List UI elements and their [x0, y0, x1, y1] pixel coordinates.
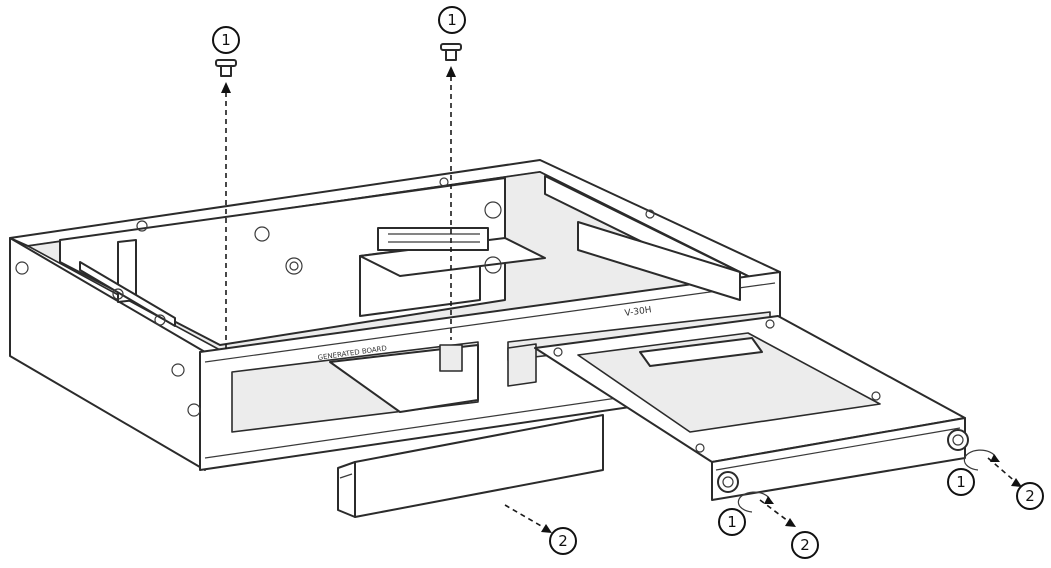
front-slot-right-edge — [507, 343, 537, 387]
rotate-arc-right — [963, 449, 997, 471]
cover-plate-flange — [337, 461, 356, 518]
callout-number: 1 — [727, 513, 737, 531]
arrow-thumbscrew-left — [759, 499, 793, 525]
standoff — [285, 257, 303, 275]
callout-thumbscrew-left: 1 — [718, 508, 746, 536]
callout-thumbscrew-left-remove: 2 — [791, 531, 819, 559]
callout-screw-left-top: 1 — [212, 26, 240, 54]
left-rail — [79, 261, 176, 327]
tray-inner-bracket — [639, 337, 763, 367]
cover-plate — [337, 414, 604, 518]
standoff — [484, 201, 502, 219]
arrow-cover-plate — [504, 504, 549, 531]
callout-thumbscrew-right: 1 — [947, 468, 975, 496]
screw-left — [215, 59, 237, 77]
motion-arrows — [221, 66, 1022, 533]
thumbscrew-left[interactable] — [717, 471, 739, 493]
standoff — [254, 226, 270, 242]
callout-screw-mid-top: 1 — [438, 6, 466, 34]
callout-cover-plate: 2 — [549, 527, 577, 555]
screw-mid — [440, 43, 462, 61]
chassis-label: V-30H — [624, 305, 652, 319]
callout-number: 2 — [1025, 487, 1035, 505]
callout-number: 1 — [221, 31, 231, 49]
sliding-tray — [534, 315, 969, 501]
callout-number: 2 — [558, 532, 568, 550]
callout-number: 2 — [800, 536, 810, 554]
callout-number: 1 — [447, 11, 457, 29]
screw-shank — [445, 49, 457, 61]
slot-connector — [439, 344, 463, 372]
internal-connector — [377, 227, 489, 251]
callout-number: 1 — [956, 473, 966, 491]
arrow-thumbscrew-right — [987, 457, 1019, 485]
standoff — [484, 256, 502, 274]
internal-module-right — [577, 221, 741, 301]
rotate-arc-left — [737, 491, 771, 513]
side-hole — [187, 403, 201, 417]
thumbscrew-right[interactable] — [947, 429, 969, 451]
front-panel-edge — [204, 282, 776, 363]
side-hole — [171, 363, 185, 377]
side-hole — [15, 261, 29, 275]
callout-thumbscrew-right-remove: 2 — [1016, 482, 1044, 510]
screw-shank — [220, 65, 232, 77]
